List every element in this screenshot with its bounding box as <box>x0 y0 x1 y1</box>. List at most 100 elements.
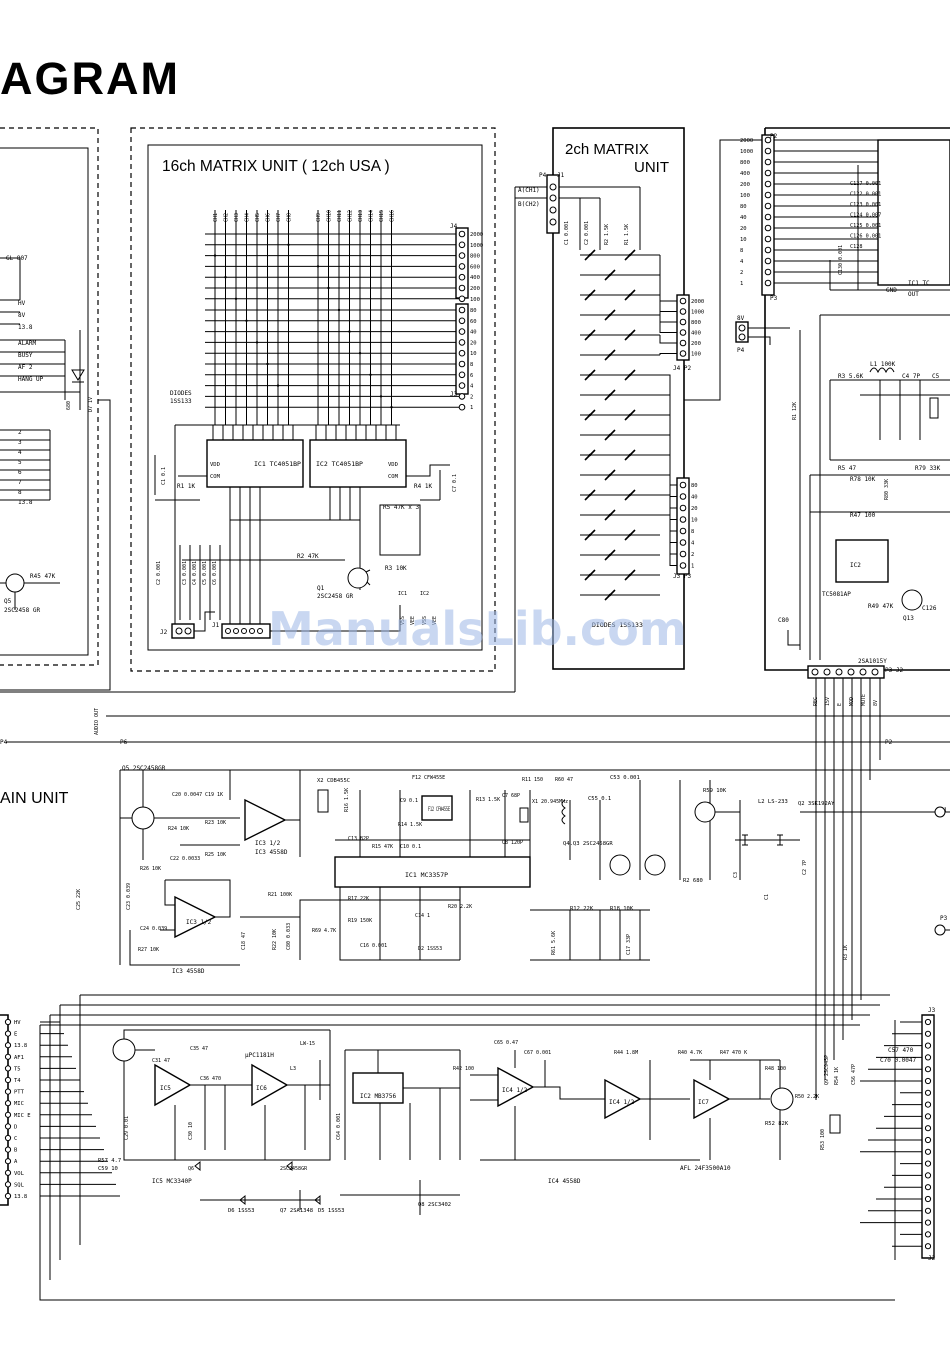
matrix2-subtitle: UNIT <box>634 159 669 176</box>
matrix16-q1-type: 2SC2458 GR <box>317 593 354 600</box>
main-left-pin-label: VOL <box>14 1171 25 1177</box>
matrix16-channel-label: CH6 <box>266 213 272 222</box>
main-left-pin-label: T5 <box>14 1066 21 1072</box>
matrix16-ic2-vdd: VDD <box>388 462 398 468</box>
main-ic7: IC7 <box>698 1099 709 1106</box>
main-p4: P4 <box>0 739 8 746</box>
main-left-pin-label: HV <box>14 1020 21 1026</box>
main-left-pin <box>4 1158 12 1165</box>
matrix2-out-pin <box>679 493 687 500</box>
right-freq-pin <box>764 136 772 144</box>
matrix16-ic2-pwr: IC2 <box>420 591 429 597</box>
right-ic2 <box>835 539 889 583</box>
matrix2-out-trace <box>660 514 677 566</box>
main-left-pin-label: 13.8 <box>14 1194 27 1200</box>
right-freq-label: 1 <box>740 281 743 287</box>
matrix16-freq-pin <box>458 393 466 400</box>
matrix2-diode-node <box>608 433 612 437</box>
matrix16-diode-node <box>245 319 248 322</box>
main-left-pin <box>4 1030 12 1037</box>
matrix16-diode-node <box>234 297 238 300</box>
matrix2-out-label: 2 <box>691 552 694 558</box>
matrix2-diode-node <box>608 273 612 277</box>
matrix16-freq-label: 400 <box>470 275 480 281</box>
right-freq-label: 4 <box>740 259 744 265</box>
right-bottom-pin <box>859 668 867 676</box>
main-left-pin-label: A <box>14 1159 18 1165</box>
matrix16-freq-label: 80 <box>470 308 477 314</box>
right-freq-pin <box>764 180 772 188</box>
matrix16-freq-pin <box>458 371 466 379</box>
main-left-pin-label: C <box>14 1136 17 1142</box>
matrix16-ic1-vdd: VDD <box>210 462 220 468</box>
left-label-alarm: ALARM <box>18 340 36 347</box>
matrix16-c7: C7 0.1 <box>452 474 458 492</box>
matrix16-freq-label: 1 <box>470 405 473 411</box>
matrix2-diode-node <box>588 533 592 537</box>
main-r17: R17 22K <box>348 896 369 902</box>
main-q5: Q5 2SC2458GR <box>122 765 166 772</box>
matrix2-diode-node <box>588 413 592 417</box>
main-x1-crystal <box>519 807 529 823</box>
right-bottom-pin-label: 8V <box>873 700 879 706</box>
main-r24: R24 10K <box>168 826 189 832</box>
matrix16-c5: C5 0.001 <box>202 561 208 585</box>
main-d5: 2SC2458GR <box>280 1166 308 1172</box>
matrix16-channel-label: CH16 <box>390 210 396 222</box>
main-ic3a-opamp <box>244 798 287 842</box>
main-r69: R69 4.7K <box>312 928 336 934</box>
main-left-pin-label: T4 <box>14 1078 21 1084</box>
matrix16-channel-label: CH12 <box>348 210 354 222</box>
right-bottom-pin <box>811 668 819 676</box>
matrix16-grid <box>205 210 460 425</box>
matrix2-r1: R1 1.5K <box>624 224 630 245</box>
right-ic1 <box>877 139 950 286</box>
main-c10: C10 0.1 <box>400 844 421 850</box>
main-left-pin <box>4 1018 12 1026</box>
matrix16-diode-node <box>327 286 330 290</box>
matrix16-freq-label: 20 <box>470 340 477 346</box>
matrix16-diode-node <box>255 341 259 344</box>
main-c64: C31 47 <box>152 1058 170 1064</box>
main-right-pin <box>924 1125 932 1132</box>
matrix2-out-label: 4 <box>691 541 695 547</box>
matrix16-diode-node <box>369 373 372 376</box>
right-8v: 8V <box>737 315 745 322</box>
matrix16-c1: C1 0.1 <box>161 467 167 485</box>
matrix16-freq-label: 2000 <box>470 232 483 238</box>
right-freq-label: 2000 <box>740 138 753 144</box>
matrix16-ic2 <box>309 439 407 488</box>
right-freq-pin <box>764 169 772 177</box>
matrix16-channel-label: CH11 <box>337 210 343 222</box>
left-label-8v: 8V <box>18 312 26 319</box>
matrix16-ic1 <box>206 439 304 488</box>
main-c31: C35 47 <box>190 1046 208 1052</box>
matrix16-diode-node <box>379 395 383 398</box>
matrix2-out-trace <box>659 353 677 355</box>
matrix2-diodes: DIODES 1SS133 <box>592 621 643 629</box>
main-c80: C80 0.033 <box>286 923 292 950</box>
matrix2-diode-node <box>588 453 592 457</box>
bus-lines <box>6 678 950 1100</box>
matrix16-channel-label: CH2 <box>224 213 230 222</box>
matrix2-out-pin <box>679 539 687 546</box>
main-left-pin <box>4 1111 12 1118</box>
main-lw15: C70 0.0047 <box>880 1057 917 1064</box>
main-ic4a: IC4 1/2 <box>502 1087 528 1094</box>
main-r26: R26 10K <box>140 866 161 872</box>
matrix2-r2: R2 1.5K <box>604 224 610 245</box>
right-freq-pin <box>764 147 772 155</box>
main-left-pin-label: E <box>14 1032 17 1038</box>
main-p6: P6 <box>120 739 128 746</box>
matrix2-out-pin <box>679 516 687 523</box>
right-freq-pin <box>764 279 772 287</box>
matrix2-out-pin <box>679 308 687 315</box>
matrix16-diode-node <box>276 384 280 387</box>
matrix2-diode-node <box>628 413 632 417</box>
main-c55: C17 33P <box>626 934 632 955</box>
left-label-af2: AF 2 <box>18 364 33 371</box>
right-freq-pin <box>764 268 772 276</box>
left-q5-type: 2SC2458 GR <box>4 607 41 614</box>
right-r1: R1 12K <box>792 402 798 420</box>
